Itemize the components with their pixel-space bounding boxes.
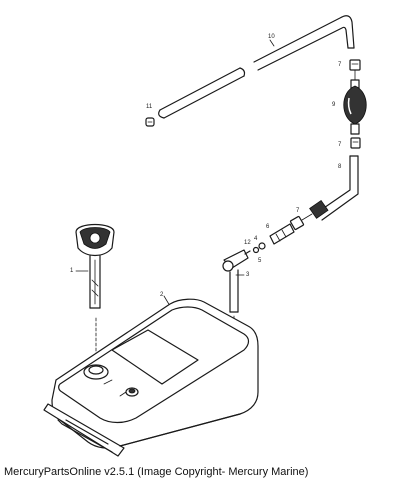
callout-9: 9 — [332, 102, 336, 108]
o-ring-part-5[interactable] — [252, 242, 266, 254]
callout-4: 4 — [254, 236, 258, 242]
fuel-gauge-part-1[interactable] — [75, 223, 115, 309]
callout-7b: 7 — [338, 142, 342, 148]
callout-2: 2 — [160, 292, 164, 298]
connector-part-6[interactable] — [269, 223, 295, 245]
callout-5: 5 — [258, 258, 262, 264]
callout-3: 3 — [246, 272, 250, 278]
fuel-hose-part-8[interactable] — [309, 155, 359, 221]
callout-11: 11 — [146, 104, 153, 110]
fitting-part-7-upper[interactable] — [349, 59, 361, 81]
fitting-part-7-lower[interactable] — [289, 213, 313, 231]
fitting-part-7-middle[interactable] — [350, 137, 361, 149]
callout-8: 8 — [338, 164, 342, 170]
callout-7c: 7 — [296, 208, 300, 214]
callout-7a: 7 — [338, 62, 342, 68]
primer-bulb-part-9[interactable] — [343, 79, 367, 135]
fuel-pickup-part-3[interactable] — [222, 249, 251, 313]
fuel-tank-part-2[interactable] — [43, 298, 259, 457]
callout-12: 12 — [244, 240, 251, 246]
image-caption: MercuryPartsOnline v2.5.1 (Image Copyrig… — [4, 466, 309, 478]
callout-6: 6 — [266, 224, 270, 230]
fuel-hose-segment[interactable] — [158, 67, 246, 119]
hose-clamp-part-11[interactable] — [145, 117, 155, 127]
fuel-hose-part-10[interactable] — [253, 15, 355, 71]
callout-1: 1 — [70, 268, 74, 274]
callout-10: 10 — [268, 34, 275, 40]
